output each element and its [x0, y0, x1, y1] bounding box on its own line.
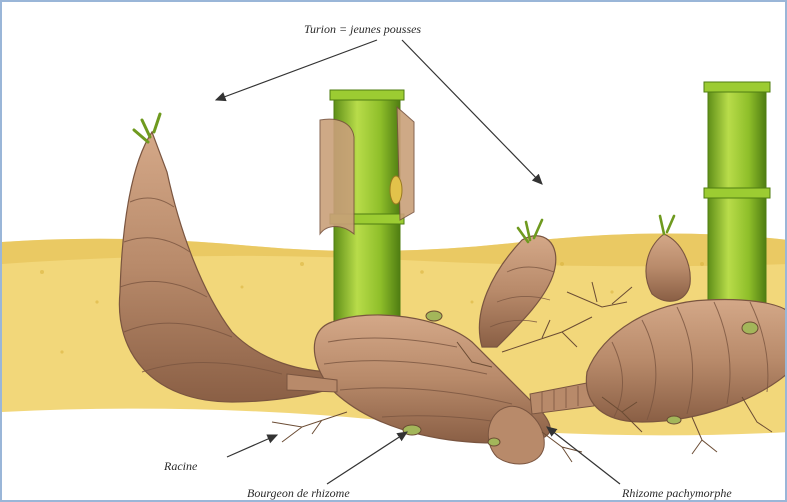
- turion-label: Turion = jeunes pousses: [304, 22, 421, 37]
- right-culm: [708, 82, 766, 322]
- rhizome-label: Rhizome pachymorphe: [622, 486, 732, 501]
- bourgeon-label: Bourgeon de rhizome: [247, 486, 350, 501]
- racine-label: Racine: [164, 459, 197, 474]
